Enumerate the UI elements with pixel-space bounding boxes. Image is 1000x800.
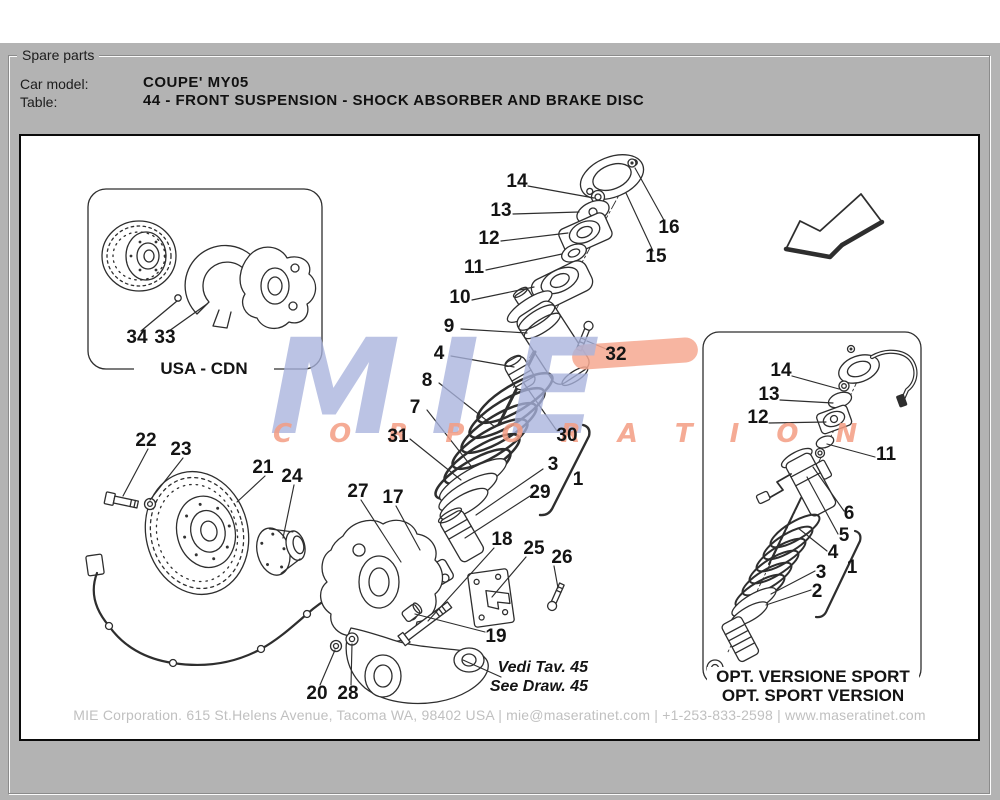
leader-lines: [122, 167, 876, 686]
callout-29: 29: [529, 482, 551, 503]
mini-screw: [174, 294, 182, 302]
callout-26: 26: [551, 547, 573, 568]
direction-arrow: [783, 193, 885, 260]
callout-34: 34: [126, 327, 148, 348]
sport-callout-5: 5: [838, 525, 850, 546]
disc-washer: [143, 497, 157, 511]
sport-lower-body: [721, 616, 760, 663]
callout-21: 21: [252, 457, 274, 478]
callout-25: 25: [523, 538, 545, 559]
sport-callout-6: 6: [843, 503, 855, 524]
callout-9: 9: [443, 316, 455, 337]
sensor-bracket: [467, 568, 515, 628]
sport-inset-box: [702, 331, 922, 686]
lower-control-arm: [345, 627, 489, 705]
callout-32: 32: [605, 344, 627, 365]
table-label: Table:: [20, 94, 58, 110]
sport-callout-14: 14: [770, 360, 792, 381]
disc-bolt: [103, 491, 140, 509]
diagram-panel: MIE C O R P O R A T I O N USA - CDN OPT.…: [19, 134, 980, 741]
mini-knuckle: [239, 246, 317, 329]
callout-23: 23: [170, 439, 192, 460]
callout-15: 15: [645, 246, 667, 267]
sport-callout-4: 4: [827, 542, 839, 563]
callout-18: 18: [491, 529, 513, 550]
bolt-32: [575, 320, 594, 352]
shock-top-flange: [579, 154, 645, 200]
usa-inset-box: [87, 188, 323, 370]
callout-14: 14: [506, 171, 528, 192]
callout-24: 24: [281, 466, 303, 487]
front-brake-disc: [144, 470, 250, 596]
coil-spring: [434, 371, 554, 501]
sport-callout-3: 3: [815, 562, 827, 583]
sport-group-bracket: [814, 529, 862, 619]
callout-4: 4: [433, 343, 445, 364]
sport-caption-en: OPT. SPORT VERSION: [721, 686, 905, 705]
callout-7: 7: [409, 397, 421, 418]
sport-caption-it: OPT. VERSIONE SPORT: [707, 667, 919, 687]
car-model-label: Car model:: [20, 76, 89, 92]
callout-3: 3: [547, 454, 559, 475]
callout-11: 11: [463, 257, 485, 278]
sport-reservoir-line: [768, 473, 792, 499]
bracket-bolt: [546, 582, 565, 612]
sport-mount-block: [816, 404, 853, 435]
mini-brake-disc: [101, 220, 177, 292]
sport-shock-body: [780, 447, 837, 517]
callout-28: 28: [337, 683, 359, 704]
group-bracket-1: [538, 423, 591, 517]
abs-sensor-cable: [85, 553, 333, 668]
sport-callout-1: 1: [846, 557, 858, 578]
sport-callout-12: 12: [747, 407, 769, 428]
flange-screw: [627, 158, 637, 168]
sport-callout-2: 2: [811, 581, 823, 602]
callout-20: 20: [306, 683, 328, 704]
callout-33: 33: [154, 327, 176, 348]
callout-27: 27: [347, 481, 369, 502]
callout-17: 17: [382, 487, 404, 508]
car-model-value: COUPE' MY05: [143, 74, 249, 91]
footer-contact-info: MIE Corporation. 615 St.Helens Avenue, T…: [73, 707, 926, 723]
arm-nut: [329, 639, 343, 653]
callout-12: 12: [478, 228, 500, 249]
shock-cartridge: [506, 286, 590, 387]
callout-31: 31: [387, 426, 409, 447]
table-value: 44 - FRONT SUSPENSION - SHOCK ABSORBER A…: [143, 92, 645, 109]
callout-22: 22: [135, 430, 157, 451]
callout-8: 8: [421, 370, 433, 391]
wheel-hub: [256, 527, 306, 576]
shock-lower-body: [437, 507, 485, 563]
callout-30: 30: [556, 425, 578, 446]
callout-10: 10: [449, 287, 471, 308]
sport-callout-13: 13: [758, 384, 780, 405]
callout-13: 13: [490, 200, 512, 221]
bump-stop: [504, 354, 536, 391]
sport-top-flange: [838, 354, 880, 384]
see-drawing-line1: Vedi Tav. 45: [497, 659, 588, 676]
usa-cdn-caption: USA - CDN: [134, 359, 274, 379]
lower-spring-seat: [438, 458, 508, 521]
sport-callout-11: 11: [875, 444, 897, 465]
callout-1: 1: [572, 469, 584, 490]
callout-19: 19: [485, 626, 507, 647]
spare-parts-groupbox: [8, 55, 990, 794]
arm-washer: [345, 632, 359, 646]
suspension-diagram: [85, 154, 922, 705]
spacer-19: [401, 602, 423, 623]
upper-mount-block: [558, 212, 613, 256]
callout-16: 16: [658, 217, 680, 238]
sport-hose: [869, 349, 918, 408]
groupbox-label: Spare parts: [17, 47, 100, 63]
see-drawing-line2: See Draw. 45: [489, 678, 588, 695]
sport-nut: [838, 380, 850, 392]
see-drawing-reference: Vedi Tav. 45 See Draw. 45: [448, 658, 588, 696]
